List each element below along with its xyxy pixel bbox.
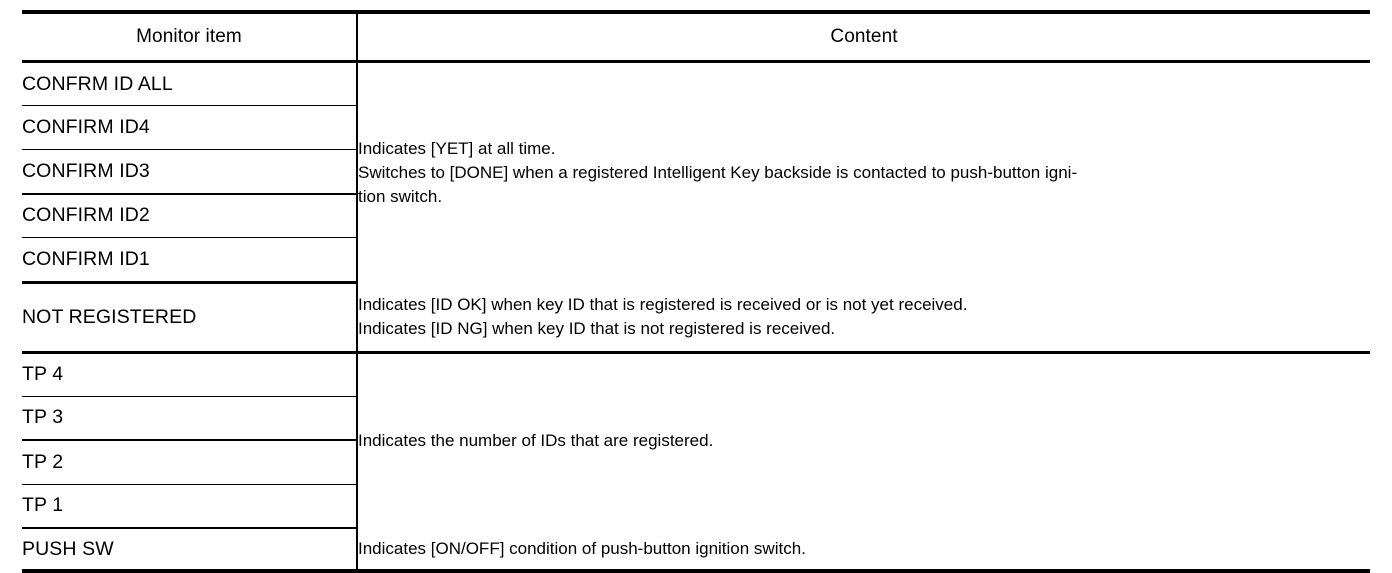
item-cell-confirm-id4: CONFIRM ID4 <box>22 105 358 150</box>
table-row: TP 2 <box>22 440 1370 485</box>
content-line: Switches to [DONE] when a registered Int… <box>358 162 1078 182</box>
item-cell-confirm-id2: CONFIRM ID2 <box>22 193 358 238</box>
item-cell-not-registered: NOT REGISTERED <box>22 284 358 354</box>
table-row: TP 1 <box>22 484 1370 529</box>
table-row: CONFRM ID ALL Indicates [YET] at all tim… <box>22 61 1370 283</box>
column-header-content: Content <box>357 10 1370 63</box>
item-cell-tp-1: TP 1 <box>22 484 358 529</box>
item-cell-confirm-id3: CONFIRM ID3 <box>22 149 358 195</box>
content-line: Indicates the number of IDs that are reg… <box>358 430 714 450</box>
item-cell-tp-4: TP 4 <box>22 352 358 397</box>
table-row: TP 4 Indicates the number of IDs that ar… <box>22 352 1370 528</box>
group-rule-row <box>22 282 1370 284</box>
item-cell-confirm-id1: CONFIRM ID1 <box>22 237 358 284</box>
content-line: Indicates [ID OK] when key ID that is re… <box>358 295 968 315</box>
item-cell-confrm-id-all: CONFRM ID ALL <box>22 61 358 106</box>
table-row: NOT REGISTERED Indicates [ID OK] when ke… <box>22 284 1370 354</box>
content-cell-tp-group: Indicates the number of IDs that are reg… <box>357 352 1370 528</box>
group-rule-left <box>22 282 358 284</box>
group-rule-row <box>22 528 1370 529</box>
item-cell-push-sw: PUSH SW <box>22 529 358 573</box>
content-cell-push-sw-group: Indicates [ON/OFF] condition of push-but… <box>357 529 1370 573</box>
content-cell-not-registered-group: Indicates [ID OK] when key ID that is re… <box>357 284 1370 354</box>
table-row: CONFIRM ID3 <box>22 149 1370 195</box>
item-cell-tp-2: TP 2 <box>22 440 358 485</box>
table-header-row: Monitor item Content <box>22 10 1370 63</box>
table-row: PUSH SW Indicates [ON/OFF] condition of … <box>22 529 1370 573</box>
table-row: CONFIRM ID2 <box>22 193 1370 238</box>
item-cell-tp-3: TP 3 <box>22 396 358 441</box>
content-line: Indicates [YET] at all time. <box>358 138 556 158</box>
table-row: CONFIRM ID4 <box>22 105 1370 150</box>
content-cell-confirm-id-group: Indicates [YET] at all time. Switches to… <box>357 61 1370 283</box>
content-line: tion switch. <box>358 186 443 206</box>
content-line: Indicates [ID NG] when key ID that is no… <box>358 319 836 339</box>
column-header-monitor-item: Monitor item <box>22 10 358 63</box>
table-row: TP 3 <box>22 396 1370 441</box>
table-row: CONFIRM ID1 <box>22 237 1370 284</box>
monitor-item-table: Monitor item Content CONFRM ID ALL Indic… <box>22 10 1370 573</box>
group-rule-right <box>357 282 1370 284</box>
content-line: Indicates [ON/OFF] condition of push-but… <box>358 538 806 558</box>
group-rule-right <box>357 528 1370 529</box>
group-rule-left <box>22 528 358 529</box>
